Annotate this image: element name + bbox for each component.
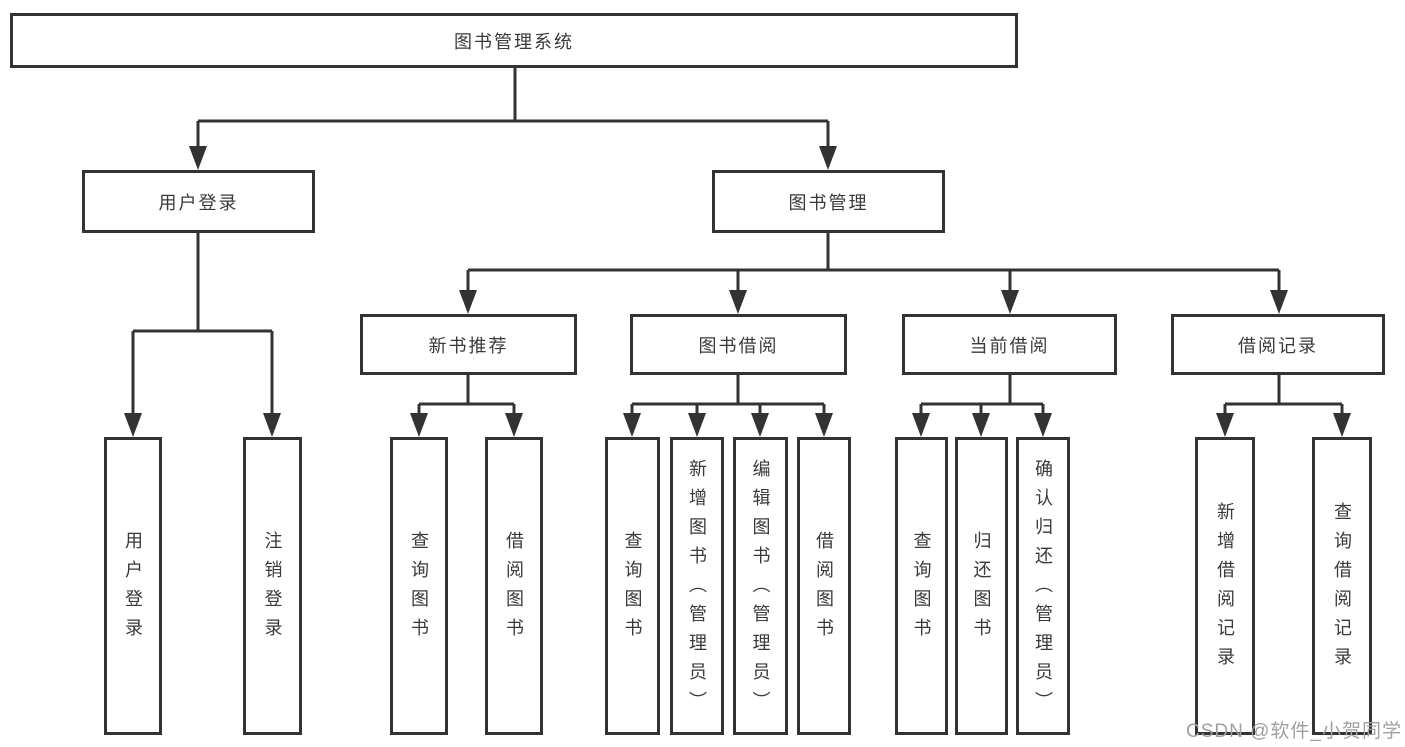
connector-new-book <box>417 375 516 416</box>
connector-user-login <box>131 233 274 416</box>
csdn-watermark: CSDN @软件_小贺同学 <box>1186 721 1402 742</box>
node-new-book-recommend: 新书推荐 <box>360 314 577 375</box>
leaf-logout-login: 注销登录 <box>243 437 302 735</box>
leaf-newbook-query-books: 查询图书 <box>390 437 448 735</box>
connector-current-borrow <box>919 375 1045 416</box>
leaf-record-add-borrow-record: 新增借阅记录 <box>1195 437 1255 735</box>
leaf-user-login: 用户登录 <box>104 437 162 735</box>
leaf-record-query-borrow-record: 查询借阅记录 <box>1312 437 1372 735</box>
leaf-borrow-query-books: 查询图书 <box>605 437 660 735</box>
node-book-borrow: 图书借阅 <box>630 314 847 375</box>
leaf-current-confirm-return-admin: 确认归还（管理员） <box>1016 437 1070 735</box>
node-current-borrow: 当前借阅 <box>902 314 1117 375</box>
node-root-system: 图书管理系统 <box>10 13 1018 68</box>
connector-borrow-record <box>1223 375 1344 416</box>
connector-book-borrow <box>630 375 826 416</box>
leaf-borrow-edit-books-admin: 编辑图书（管理员） <box>733 437 788 735</box>
node-user-login: 用户登录 <box>82 170 315 233</box>
leaf-borrow-borrow-books: 借阅图书 <box>797 437 851 735</box>
leaf-current-query-books: 查询图书 <box>895 437 948 735</box>
leaf-borrow-add-books-admin: 新增图书（管理员） <box>670 437 724 735</box>
arrowheads <box>124 146 1351 437</box>
connector-book-mgmt <box>466 233 1281 293</box>
node-book-management: 图书管理 <box>712 170 945 233</box>
connector-root <box>196 68 830 150</box>
leaf-newbook-borrow-books: 借阅图书 <box>485 437 543 735</box>
node-borrow-record: 借阅记录 <box>1171 314 1385 375</box>
leaf-current-return-books: 归还图书 <box>955 437 1008 735</box>
